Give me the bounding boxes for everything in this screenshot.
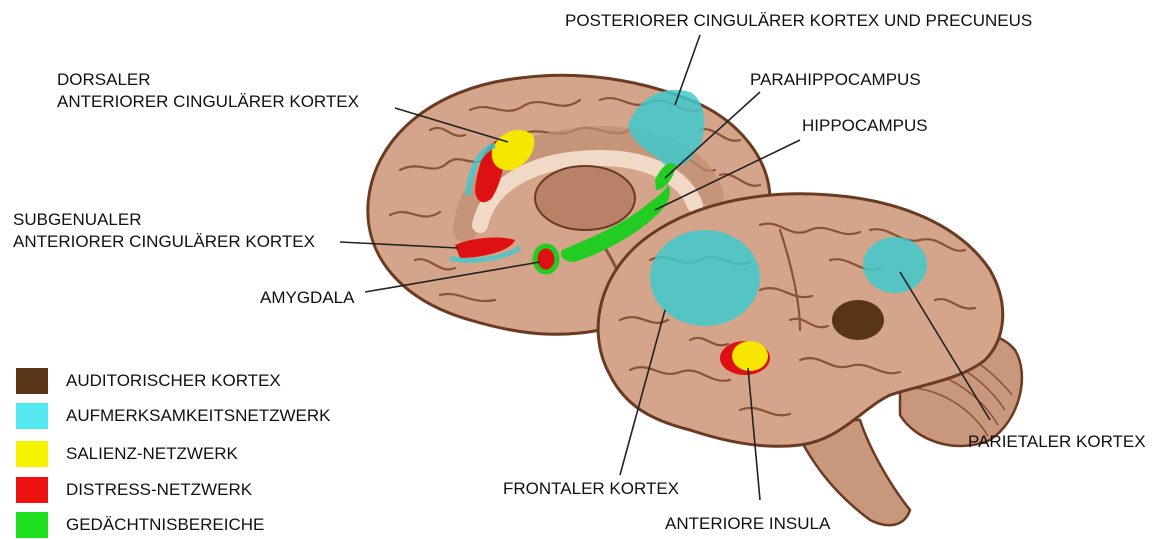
legend-label-auditory: AUDITORISCHER KORTEX bbox=[66, 371, 281, 391]
lateral-brain bbox=[598, 194, 1022, 525]
legend-label-attention: AUFMERKSAMKEITSNETZWERK bbox=[66, 406, 330, 426]
swatch-memory bbox=[16, 512, 48, 538]
label-amygdala: AMYGDALA bbox=[260, 288, 354, 308]
label-subgenual-acc-line1: SUBGENUALER bbox=[13, 210, 141, 230]
label-anterior-insula: ANTERIORE INSULA bbox=[665, 514, 830, 534]
legend-label-distress: DISTRESS-NETZWERK bbox=[66, 480, 252, 500]
legend-label-memory: GEDÄCHTNISBEREICHE bbox=[66, 515, 264, 535]
swatch-auditory bbox=[16, 368, 48, 394]
label-parahippocampus: PARAHIPPOCAMPUS bbox=[750, 70, 921, 90]
label-dorsal-acc-line2: ANTERIORER CINGULÄRER KORTEX bbox=[57, 92, 359, 112]
label-parietal-cortex: PARIETALER KORTEX bbox=[968, 432, 1146, 452]
label-hippocampus: HIPPOCAMPUS bbox=[802, 116, 928, 136]
label-subgenual-acc-line2: ANTERIORER CINGULÄRER KORTEX bbox=[13, 232, 315, 252]
label-dorsal-acc-line1: DORSALER bbox=[57, 70, 151, 90]
label-frontal-cortex: FRONTALER KORTEX bbox=[503, 479, 679, 499]
legend-label-salience: SALIENZ-NETZWERK bbox=[66, 444, 238, 464]
swatch-attention bbox=[16, 403, 48, 429]
swatch-distress bbox=[16, 477, 48, 503]
label-posterior-cingulate: POSTERIORER CINGULÄRER KORTEX UND PRECUN… bbox=[565, 11, 1032, 31]
swatch-salience bbox=[16, 441, 48, 467]
